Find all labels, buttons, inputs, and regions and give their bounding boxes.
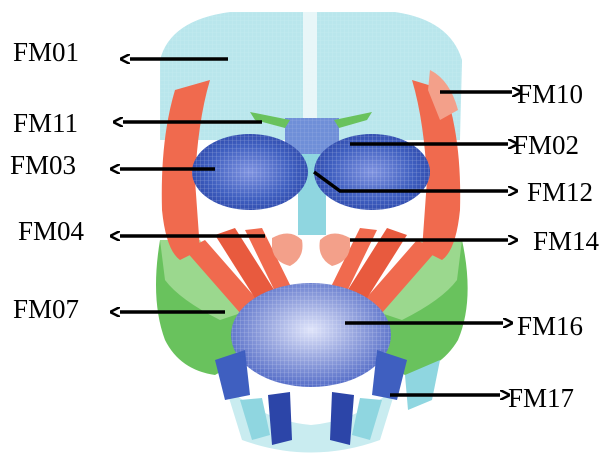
left-orbicularis-oculi-texture	[192, 134, 308, 210]
face-muscle-model	[156, 12, 468, 453]
label-fm10: FM10	[517, 79, 583, 109]
label-fm04: FM04	[18, 216, 85, 246]
label-fm01: FM01	[13, 37, 79, 67]
label-fm07: FM07	[13, 294, 79, 324]
label-fm12: FM12	[527, 177, 593, 207]
label-fm03: FM03	[10, 150, 76, 180]
label-fm14: FM14	[533, 226, 600, 256]
forehead-center-divider	[303, 12, 317, 122]
left-depressor-labii	[268, 392, 292, 445]
label-fm02: FM02	[513, 130, 579, 160]
orbicularis-oris-texture	[231, 283, 391, 387]
right-depressor-labii	[330, 392, 354, 445]
label-fm16: FM16	[517, 311, 583, 341]
label-fm11: FM11	[13, 108, 78, 138]
label-fm17: FM17	[508, 383, 574, 413]
